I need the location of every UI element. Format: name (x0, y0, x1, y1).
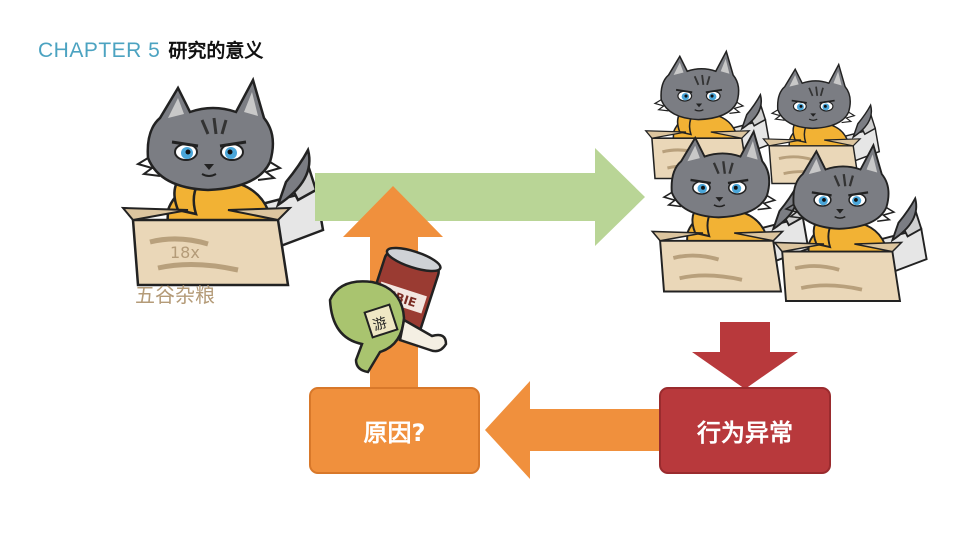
drumstick-tag: 游 (371, 315, 389, 335)
cat-in-box-illustration (123, 80, 323, 285)
drumstick-illustration: 游 (328, 280, 448, 374)
box-stamp-top: 18x (170, 243, 200, 262)
box-stamp-main: 五谷杂粮 (135, 283, 215, 307)
cause-label: 原因? (363, 419, 426, 447)
behavior-label: 行为异常 (697, 419, 793, 447)
cause-box: 原因? (309, 387, 480, 474)
down-arrow-icon (692, 322, 798, 389)
page-header: CHAPTER 5 研究的意义 (38, 36, 263, 66)
cat-group-illustration (644, 49, 929, 303)
left-arrow-icon (485, 381, 659, 479)
abnormal-behavior-box: 行为异常 (659, 387, 831, 474)
chapter-label: CHAPTER 5 (38, 39, 161, 62)
chapter-title: 研究的意义 (168, 40, 264, 62)
right-arrow-icon (315, 148, 645, 246)
